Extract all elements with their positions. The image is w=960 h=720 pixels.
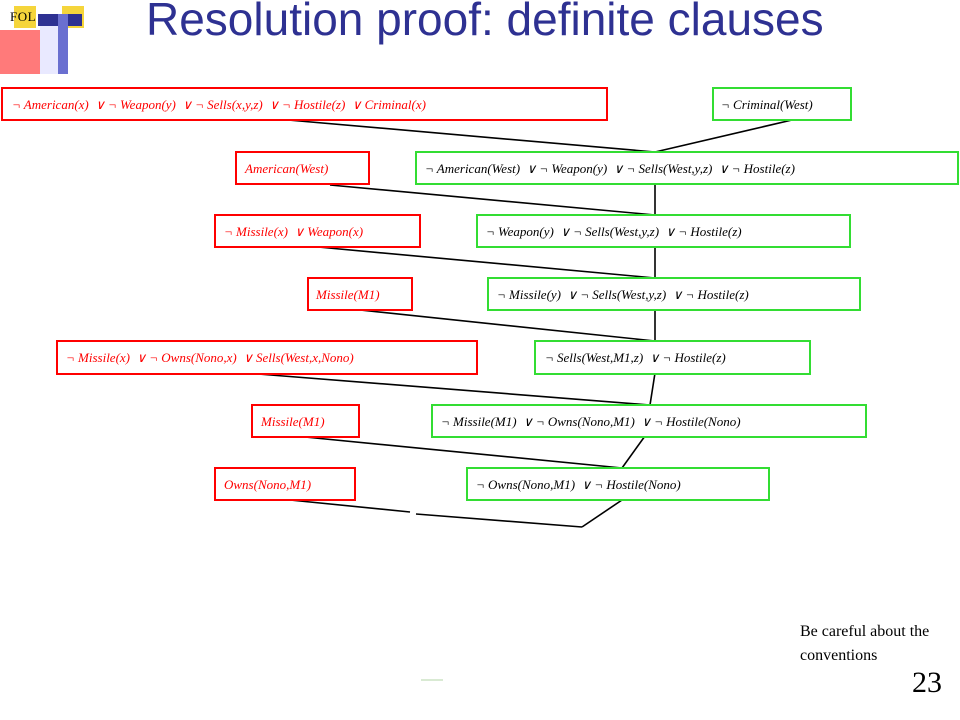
- goal-clause-1: ¬ Criminal(West): [712, 87, 852, 121]
- kb-clause-text: ¬ Missile(x) ∨ ¬ Owns(Nono,x) ∨ Sells(We…: [66, 350, 354, 365]
- edge: [415, 513, 583, 528]
- edge: [649, 372, 656, 406]
- edge: [304, 436, 623, 469]
- logo-label: FOL: [10, 9, 37, 24]
- goal-clause-text: ¬ Missile(M1) ∨ ¬ Owns(Nono,M1) ∨ ¬ Host…: [441, 414, 741, 429]
- kb-clause-text: Missile(M1): [315, 287, 380, 302]
- conventions-note: Be careful about the conventions: [800, 623, 930, 664]
- goal-clause-text: ¬ Missile(y) ∨ ¬ Sells(West,y,z) ∨ ¬ Hos…: [497, 287, 749, 302]
- kb-clause-3: ¬ Missile(x) ∨ Weapon(x): [214, 214, 421, 248]
- edge: [359, 309, 656, 342]
- kb-clause-7: Owns(Nono,M1): [214, 467, 356, 501]
- edge: [287, 119, 656, 153]
- edge: [289, 499, 411, 513]
- goal-clause-7: ¬ Owns(Nono,M1) ∨ ¬ Hostile(Nono): [466, 467, 770, 501]
- goal-clause-5: ¬ Sells(West,M1,z) ∨ ¬ Hostile(z): [534, 340, 811, 375]
- edge: [317, 246, 656, 279]
- kb-clause-5: ¬ Missile(x) ∨ ¬ Owns(Nono,x) ∨ Sells(We…: [56, 340, 478, 375]
- edge: [581, 499, 623, 528]
- edge: [621, 435, 646, 469]
- kb-clause-text: ¬ American(x) ∨ ¬ Weapon(y) ∨ ¬ Sells(x,…: [12, 97, 426, 112]
- kb-clause-text: ¬ Missile(x) ∨ Weapon(x): [224, 224, 363, 239]
- goal-clause-6: ¬ Missile(M1) ∨ ¬ Owns(Nono,M1) ∨ ¬ Host…: [431, 404, 867, 438]
- goal-clause-text: ¬ Sells(West,M1,z) ∨ ¬ Hostile(z): [545, 350, 726, 365]
- goal-clause-text: ¬ Criminal(West): [721, 97, 813, 112]
- kb-clause-4: Missile(M1): [307, 277, 413, 311]
- kb-clause-1: ¬ American(x) ∨ ¬ Weapon(y) ∨ ¬ Sells(x,…: [1, 87, 608, 121]
- goal-clause-text: ¬ American(West) ∨ ¬ Weapon(y) ∨ ¬ Sells…: [425, 161, 795, 176]
- divider-mark: [421, 679, 443, 681]
- kb-clause-text: American(West): [244, 161, 328, 176]
- goal-clause-3: ¬ Weapon(y) ∨ ¬ Sells(West,y,z) ∨ ¬ Host…: [476, 214, 851, 248]
- goal-clause-4: ¬ Missile(y) ∨ ¬ Sells(West,y,z) ∨ ¬ Hos…: [487, 277, 861, 311]
- edge: [257, 373, 651, 406]
- edges: [257, 119, 793, 528]
- kb-clause-text: Missile(M1): [260, 414, 325, 429]
- goal-clause-text: ¬ Owns(Nono,M1) ∨ ¬ Hostile(Nono): [476, 477, 681, 492]
- kb-clause-text: Owns(Nono,M1): [224, 477, 311, 492]
- page-number: 23: [912, 666, 942, 699]
- kb-clause-6: Missile(M1): [251, 404, 360, 438]
- goal-clause-2: ¬ American(West) ∨ ¬ Weapon(y) ∨ ¬ Sells…: [415, 151, 959, 185]
- page-title: Resolution proof: definite clauses: [146, 0, 824, 45]
- kb-clause-2: American(West): [235, 151, 370, 185]
- edge: [654, 119, 793, 153]
- fol-logo: [0, 6, 84, 74]
- goal-clause-text: ¬ Weapon(y) ∨ ¬ Sells(West,y,z) ∨ ¬ Host…: [486, 224, 742, 239]
- edge: [329, 184, 656, 216]
